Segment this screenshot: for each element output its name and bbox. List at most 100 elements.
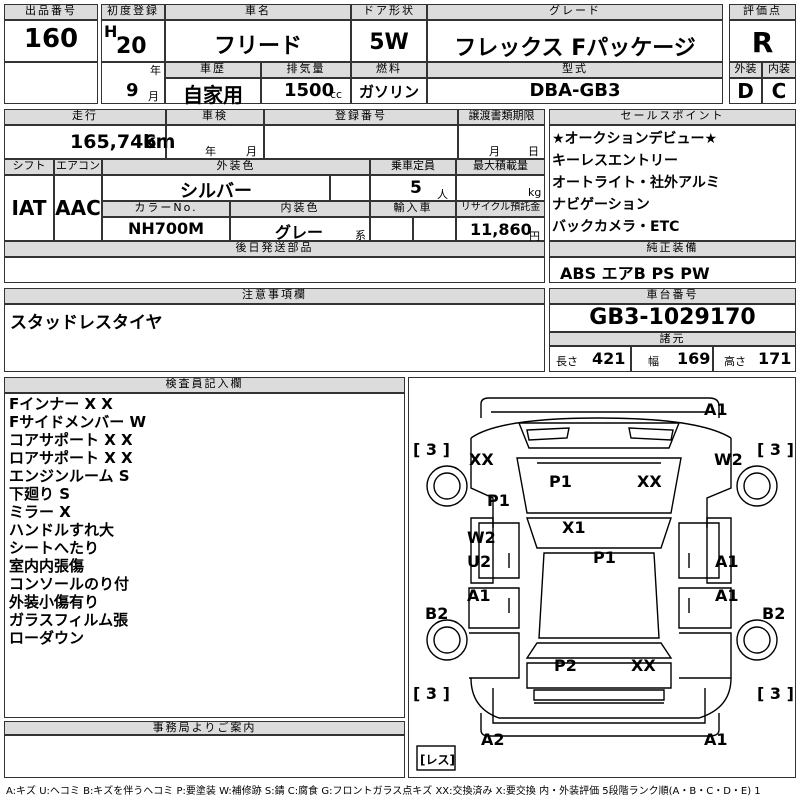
tire-tread-label: [ 3 ] xyxy=(413,440,450,459)
door-type: 5W xyxy=(369,30,409,55)
diagram-label: A1 xyxy=(704,730,728,749)
shift-cell xyxy=(4,175,54,241)
transfer-month-unit: 月 xyxy=(489,145,500,158)
diagram-label: B2 xyxy=(425,604,449,623)
color-cell xyxy=(102,175,330,201)
first-reg-header: 初度登録 xyxy=(101,4,165,20)
history-cell xyxy=(165,78,261,104)
notice-header: 注意事項欄 xyxy=(4,288,545,304)
transfer-day-unit: 日 xyxy=(528,145,539,158)
import-cell-1 xyxy=(370,217,413,241)
displacement: 1500 xyxy=(284,80,335,101)
reg-year: 20 xyxy=(116,34,147,59)
history-header: 車歴 xyxy=(165,62,261,78)
transfer-cell xyxy=(458,125,545,159)
inspector-note-line: シートへたり xyxy=(9,539,100,557)
diagram-label: P2 xyxy=(554,656,577,675)
displacement-cell xyxy=(261,78,351,104)
diagram-label: W2 xyxy=(467,528,496,547)
diagram-label: A1 xyxy=(704,400,728,419)
int-color-cell xyxy=(230,217,370,241)
chassis-header: 車台番号 xyxy=(549,288,796,304)
inspector-header: 検査員記入欄 xyxy=(4,377,405,393)
door-header: ドア形状 xyxy=(351,4,427,20)
tire-tread-label: [ 3 ] xyxy=(757,684,794,703)
fuel: ガソリン xyxy=(358,83,419,101)
int-color-unit: 系 xyxy=(355,229,366,242)
exterior-header: 外装 xyxy=(729,62,762,78)
height-cell xyxy=(713,346,796,372)
equipment-cell xyxy=(549,257,796,283)
diagram-label: X1 xyxy=(562,518,586,537)
color-no: NH700M xyxy=(127,219,205,238)
diagram-label: P1 xyxy=(549,472,572,491)
equipment: ABS エアB PS PW xyxy=(560,264,710,283)
inspector-note-line: 外装小傷有り xyxy=(9,593,100,611)
import-header: 輸入車 xyxy=(370,201,456,217)
model-cell xyxy=(427,78,723,104)
diagram-label: B2 xyxy=(762,604,786,623)
damage-diagram: A1 W2 XX P1 P1 XX X1 P1 W2 U2 A1 A1 A1 B… xyxy=(408,377,796,778)
later-parts-header: 後日発送部品 xyxy=(4,241,545,257)
legend: A:キズ U:ヘコミ B:キズを伴うヘコミ P:要塗装 W:補修跡 S:錆 C:… xyxy=(6,786,761,797)
inspector-note-line: ハンドルすれ大 xyxy=(9,521,115,539)
capacity-cell xyxy=(370,175,456,201)
grade: フレックス Fパッケージ xyxy=(454,36,696,61)
fuel-cell xyxy=(351,78,427,104)
lot-no-lower-cell xyxy=(4,62,98,104)
inspector-note-line: ミラー X xyxy=(9,503,71,521)
chassis-cell xyxy=(549,304,796,332)
car-outline xyxy=(416,397,778,771)
car-name-cell xyxy=(165,20,351,62)
model-header: 型式 xyxy=(427,62,723,78)
tire-tread-label: [ 3 ] xyxy=(757,440,794,459)
sales-point-item: バックカメラ・ETC xyxy=(552,219,680,235)
score-cell xyxy=(729,20,796,62)
sales-point-item: オートライト・社外アルミ xyxy=(552,175,720,191)
diagram-label: XX xyxy=(631,656,656,675)
load-header: 最大積載量 xyxy=(456,159,545,175)
displacement-header: 排気量 xyxy=(261,62,351,78)
equipment-header: 純正装備 xyxy=(549,241,796,257)
door-cell xyxy=(351,20,427,62)
diagram-label: A1 xyxy=(715,586,739,605)
lot-no-cell xyxy=(4,20,98,62)
model: DBA-GB3 xyxy=(529,80,621,101)
ac: AAC xyxy=(55,196,101,220)
color: シルバー xyxy=(180,181,252,202)
reg-no-cell xyxy=(264,125,458,159)
interior-header: 内装 xyxy=(762,62,796,78)
office-header: 事務局よりご案内 xyxy=(4,721,405,735)
mileage: 165,746 xyxy=(70,131,157,153)
sales-header: セールスポイント xyxy=(549,109,796,125)
insp-year-unit: 年 xyxy=(205,145,216,158)
inspector-note-line: Fサイドメンバー W xyxy=(9,413,147,431)
diagram-label: XX xyxy=(469,450,494,469)
capacity: 5 xyxy=(410,178,422,198)
color-no-cell xyxy=(102,217,230,241)
sales-list: ★オークションデビュー★キーレスエントリーオートライト・社外アルミナビゲーション… xyxy=(552,128,796,238)
width: 169 xyxy=(677,349,711,368)
history: 自家用 xyxy=(183,83,243,107)
fuel-header: 燃料 xyxy=(351,62,427,78)
recycle-unit: 円 xyxy=(529,230,540,243)
sales-point-item: キーレスエントリー xyxy=(552,153,678,169)
diagram-label: A1 xyxy=(467,586,491,605)
score: R xyxy=(751,26,774,59)
shift-header: シフト xyxy=(4,159,54,175)
mileage-unit: km xyxy=(143,131,176,153)
import-cell-2 xyxy=(413,217,456,241)
insp-month-unit: 月 xyxy=(246,145,257,158)
ac-cell xyxy=(54,175,102,241)
mileage-cell xyxy=(4,125,166,159)
notice-text: スタッドレスタイヤ xyxy=(10,313,163,333)
reg-month-cell xyxy=(101,62,165,104)
inspector-note-line: エンジンルーム S xyxy=(9,467,130,485)
load-cell xyxy=(456,175,545,201)
inspection-header: 車検 xyxy=(166,109,264,125)
notice-cell xyxy=(4,304,545,372)
capacity-header: 乗車定員 xyxy=(370,159,456,175)
score-header: 評価点 xyxy=(729,4,796,20)
first-reg-cell xyxy=(101,20,165,62)
inspector-note-line: コアサポート X X xyxy=(9,431,133,449)
